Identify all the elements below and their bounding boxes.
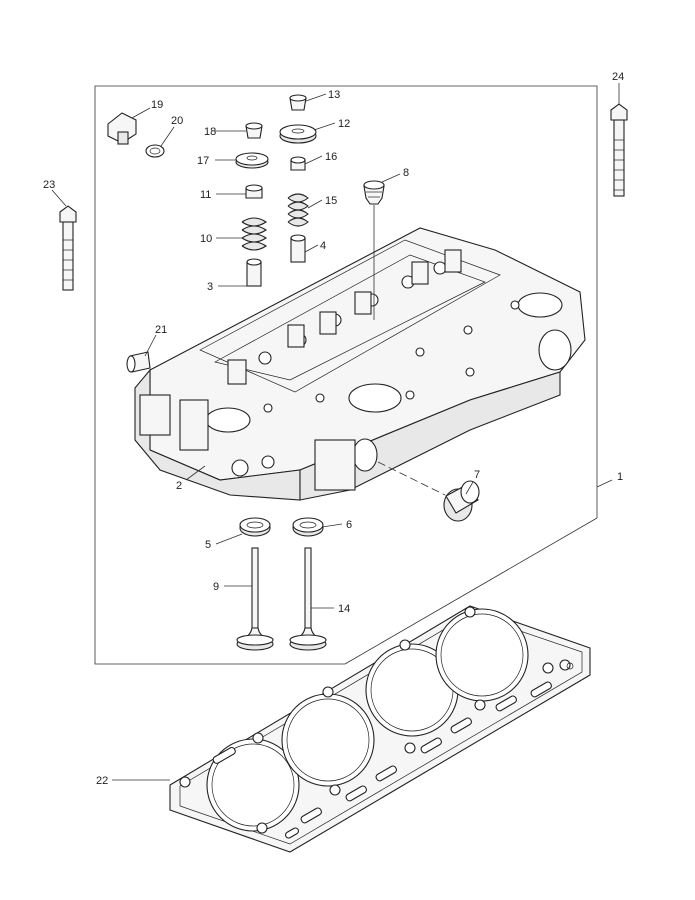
callout-1: 1 xyxy=(617,471,623,483)
callout-22: 22 xyxy=(96,775,108,787)
callout-7: 7 xyxy=(474,469,480,481)
callout-14: 14 xyxy=(338,603,350,615)
cup-plug xyxy=(443,480,480,522)
callout-5: 5 xyxy=(205,539,211,551)
callout-3: 3 xyxy=(207,281,213,293)
callout-10: 10 xyxy=(200,233,212,245)
head-bolt-left xyxy=(59,205,77,291)
callout-17: 17 xyxy=(197,155,209,167)
drain-plug xyxy=(107,112,137,145)
plug-washer xyxy=(145,144,165,158)
callout-2: 2 xyxy=(176,480,182,492)
callout-18: 18 xyxy=(204,126,216,138)
threaded-insert xyxy=(363,180,385,205)
valve-guide-left xyxy=(246,258,262,287)
callout-12: 12 xyxy=(338,118,350,130)
valve-seat-intake xyxy=(292,517,324,537)
valve-keeper-left xyxy=(245,122,263,139)
callout-labels: 1 2 3 4 5 6 7 8 9 10 11 12 13 14 15 16 1… xyxy=(43,71,624,787)
head-gasket xyxy=(169,605,591,853)
valve-spring-right xyxy=(287,193,309,227)
callout-21: 21 xyxy=(155,324,167,336)
callout-24: 24 xyxy=(612,71,624,83)
callout-6: 6 xyxy=(346,519,352,531)
callout-13: 13 xyxy=(328,89,340,101)
valve-stem-seal-left xyxy=(245,184,263,199)
assembly-frame-diagonal xyxy=(344,517,598,665)
valve-guide-right xyxy=(290,234,306,263)
callout-23: 23 xyxy=(43,179,55,191)
callout-20: 20 xyxy=(171,115,183,127)
callout-15: 15 xyxy=(325,195,337,207)
valve-spring-left xyxy=(241,217,267,251)
head-plug xyxy=(126,351,151,373)
spring-retainer-right xyxy=(279,124,317,144)
callout-8: 8 xyxy=(403,167,409,179)
spring-retainer-left xyxy=(235,152,269,169)
callout-16: 16 xyxy=(325,151,337,163)
callout-11: 11 xyxy=(200,189,211,201)
assembly-frame xyxy=(94,85,598,665)
cylinder-head xyxy=(134,227,586,501)
head-bolt-right xyxy=(610,103,628,197)
leader-lines xyxy=(51,83,620,781)
callout-19: 19 xyxy=(151,99,163,111)
callout-4: 4 xyxy=(320,240,326,252)
valve-keeper-right xyxy=(289,94,307,111)
plug-guide-line xyxy=(377,461,446,496)
intake-valve xyxy=(289,547,327,651)
valve-stem-seal-right xyxy=(290,156,306,171)
callout-9: 9 xyxy=(213,581,219,593)
valve-seat-exhaust xyxy=(239,517,271,537)
exhaust-valve xyxy=(236,547,274,651)
